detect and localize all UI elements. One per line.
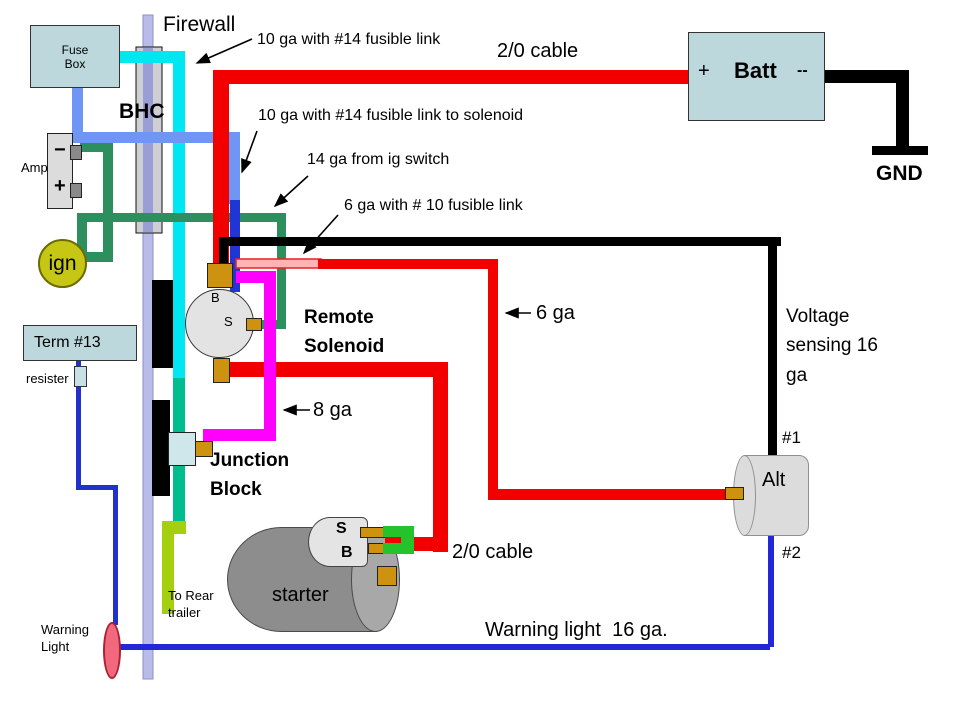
- amp-neg-sign: −: [54, 139, 66, 161]
- starter-s-terminal: [360, 527, 385, 538]
- gnd-label: GND: [876, 162, 923, 185]
- wire-term13-vertical: [76, 360, 81, 490]
- wire-ign-bottom: [77, 252, 113, 262]
- fuse-box: Fuse Box: [30, 25, 120, 88]
- wire-batt-neg-horizontal: [825, 70, 909, 83]
- wire-sensing-stub: [219, 240, 228, 268]
- firewall-label: Firewall: [163, 13, 236, 36]
- label-14ga-ig-switch: 14 ga from ig switch: [307, 151, 450, 168]
- term13-box: Term #13: [23, 325, 137, 361]
- battery-box: + Batt --: [688, 32, 825, 121]
- wire-batt-neg-vertical: [896, 70, 909, 150]
- wire-6ga-vertical: [488, 259, 498, 500]
- amp-pos-sign: +: [54, 175, 66, 197]
- remote-solenoid-label: Remote Solenoid: [304, 307, 385, 358]
- wire-10ga-fusebox-drop: [72, 88, 83, 138]
- bulkhead-bar-upper: [152, 280, 176, 368]
- alt-t1-label: #1: [782, 428, 801, 447]
- solenoid-s-terminal: [246, 318, 262, 331]
- bhc-label: BHC: [119, 100, 165, 123]
- wire-teal-lower: [173, 464, 185, 525]
- solenoid-b-terminal: [207, 263, 233, 288]
- label-10ga-link: 10 ga with #14 fusible link: [257, 31, 441, 48]
- wire-sensing-horizontal: [219, 237, 781, 246]
- resister-component: [74, 366, 87, 387]
- starter-solenoid: [308, 517, 368, 567]
- junction-block-label: Junction Block: [210, 450, 290, 501]
- wire-warning-vertical: [768, 535, 774, 647]
- resister-label: resister: [26, 371, 69, 386]
- label-warning-16ga: Warning light 16 ga.: [485, 619, 668, 641]
- starter-jumper-bottom: [383, 543, 414, 554]
- wire-10-fusible-link: [235, 258, 322, 269]
- solenoid-bottom-terminal: [213, 358, 230, 383]
- battery-label: Batt: [734, 58, 777, 83]
- arrow-6ga-link: [302, 214, 339, 255]
- term13-label: Term #13: [34, 334, 101, 351]
- arrow-14ga-ig: [273, 175, 309, 208]
- starter-label: starter: [272, 584, 329, 606]
- wire-cyan-horizontal: [120, 51, 184, 63]
- label-2-0-cable-top: 2/0 cable: [497, 40, 579, 62]
- amp-pos-terminal: [70, 183, 82, 198]
- label-voltage-sensing: Voltage sensing 16 ga: [786, 306, 878, 386]
- amp-gauge: − +: [47, 133, 73, 209]
- wire-ign-long-horizontal: [77, 213, 286, 222]
- wire-sensing-vertical: [768, 237, 777, 465]
- label-2-0-cable-bottom: 2/0 cable: [452, 541, 534, 563]
- warning-light-bulb: [103, 622, 121, 679]
- ground-bar: [872, 146, 928, 155]
- junction-block-body: [168, 432, 196, 466]
- label-10ga-link-solenoid: 10 ga with #14 fusible link to solenoid: [258, 107, 524, 124]
- label-8ga: 8 ga: [313, 399, 352, 421]
- arrow-10ga-link-solenoid: [241, 130, 258, 174]
- alt-t2-label: #2: [782, 543, 801, 562]
- label-6ga-link: 6 ga with # 10 fusible link: [344, 197, 523, 214]
- wire-ign-to-s: [277, 213, 286, 329]
- fuse-box-label: Fuse Box: [61, 42, 89, 71]
- wire-2-0-cable-drop: [213, 70, 229, 266]
- wire-ign-vertical: [103, 143, 113, 262]
- battery-pos-sign: +: [698, 60, 710, 82]
- bulkhead-bar-lower: [152, 400, 170, 496]
- warning-light-label: Warning Light: [41, 622, 89, 655]
- wire-10ga-horizontal: [72, 132, 240, 143]
- starter-s-label: S: [336, 520, 347, 537]
- wire-ign-amp-stub: [80, 143, 113, 152]
- wire-term13-drop: [113, 485, 118, 625]
- alt-terminal: [725, 487, 744, 500]
- remote-solenoid-s-label: S: [224, 314, 233, 329]
- alt-label: Alt: [762, 469, 786, 491]
- wire-2-0-starter-horizontal: [222, 362, 448, 377]
- label-6ga: 6 ga: [536, 302, 575, 324]
- ign-label: ign: [48, 251, 77, 275]
- junction-terminal: [195, 441, 213, 457]
- arrow-10ga-link: [195, 38, 253, 64]
- wire-term13-horizontal: [76, 485, 118, 490]
- wire-teal-upper: [173, 378, 185, 434]
- ign-switch: ign: [38, 239, 87, 288]
- battery-neg-sign: --: [797, 62, 808, 79]
- starter-b-label: B: [341, 544, 353, 561]
- wire-ign-riser: [77, 213, 87, 262]
- trailer-wire-label: To Rear trailer: [168, 588, 214, 621]
- wire-10ga-vertical: [229, 132, 240, 204]
- wire-2-0-starter-vertical: [433, 362, 448, 552]
- amp-label: Amp: [21, 160, 48, 175]
- starter-cap-terminal: [377, 566, 397, 586]
- remote-solenoid-body: [185, 289, 254, 358]
- wire-6ga-horizontal: [318, 259, 498, 269]
- alt-body: [744, 455, 809, 536]
- starter-jumper-top: [383, 526, 414, 537]
- wire-trailer-vertical: [162, 521, 174, 614]
- remote-solenoid-b-label: B: [211, 290, 220, 305]
- wire-warning-horizontal: [117, 644, 770, 650]
- amp-neg-terminal: [70, 145, 82, 160]
- wire-2-0-cable-top: [214, 70, 688, 84]
- wire-8ga-bottom: [203, 429, 276, 441]
- wire-6ga-to-alt: [488, 489, 730, 500]
- wire-8ga-vertical: [264, 271, 276, 441]
